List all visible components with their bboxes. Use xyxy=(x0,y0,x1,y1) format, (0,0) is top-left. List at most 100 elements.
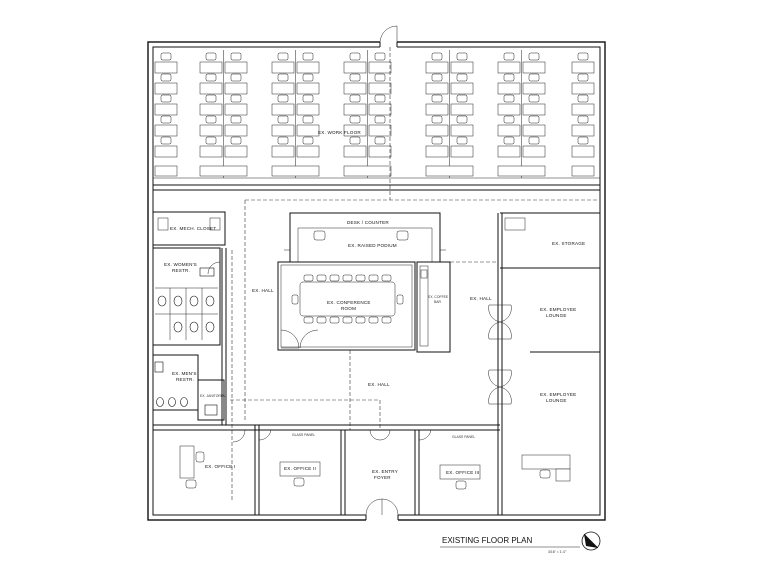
room-label-office-3: EX. OFFICE III xyxy=(446,470,479,475)
chair xyxy=(277,136,289,145)
employee-lounge-upper: EX. EMPLOYEE LOUNGE xyxy=(488,304,576,340)
desk xyxy=(343,103,367,116)
womens-restroom: EX. WOMEN'S RESTR. xyxy=(152,247,221,346)
room-label-hall-left: EX. HALL xyxy=(252,288,274,293)
desk xyxy=(279,461,321,477)
desk xyxy=(497,103,521,116)
chair xyxy=(577,94,589,103)
desk xyxy=(571,124,595,137)
toilet-fixture xyxy=(205,321,215,333)
desk xyxy=(522,124,546,137)
chair xyxy=(205,115,217,124)
desk xyxy=(199,61,223,74)
chair xyxy=(349,73,361,82)
work-floor-area: EX. WORK FLOOR xyxy=(153,50,600,191)
office-1: EX. OFFICE I xyxy=(179,429,246,489)
entry-door-swing-right xyxy=(381,498,399,516)
desk xyxy=(571,82,595,95)
chair xyxy=(277,73,289,82)
desk xyxy=(368,124,392,137)
chair xyxy=(277,94,289,103)
chair xyxy=(368,274,379,282)
chair xyxy=(396,230,409,241)
room-label-lounge-lower-1: EX. EMPLOYEE xyxy=(540,392,576,397)
desk xyxy=(522,103,546,116)
chair xyxy=(528,73,540,82)
toilet-fixture xyxy=(189,295,199,307)
chair xyxy=(316,274,327,282)
room-label-womens-1: EX. WOMEN'S xyxy=(164,262,197,267)
room-label-office-1: EX. OFFICE I xyxy=(205,464,235,469)
chair xyxy=(302,52,314,61)
desk xyxy=(450,82,474,95)
room-label-coffee-1: EX. COFFEE xyxy=(428,295,449,299)
file-cabinet-row xyxy=(154,165,178,177)
chair xyxy=(230,73,242,82)
chair xyxy=(349,94,361,103)
room-label-entry-1: EX. ENTRY xyxy=(372,469,398,474)
desk xyxy=(450,145,474,158)
chair xyxy=(456,73,468,82)
sink-fixture xyxy=(154,361,164,373)
desk xyxy=(224,145,248,158)
desk xyxy=(343,124,367,137)
employee-lounge-lower: EX. EMPLOYEE LOUNGE xyxy=(488,369,576,482)
conference-chairs xyxy=(291,274,404,324)
door-swing xyxy=(280,329,300,349)
door-swing xyxy=(258,429,272,441)
sink-fixture xyxy=(420,269,428,279)
desk xyxy=(425,103,449,116)
door-swing xyxy=(418,429,432,441)
chair xyxy=(313,230,326,241)
desk xyxy=(497,124,521,137)
room-label-conference-2: ROOM xyxy=(341,306,356,311)
chair xyxy=(160,52,172,61)
room-label-conference-1: EX. CONFERENCE xyxy=(327,300,371,305)
room-label-hall-bottom: EX. HALL xyxy=(368,382,390,387)
desk xyxy=(571,145,595,158)
desk xyxy=(425,145,449,158)
desk xyxy=(154,82,178,95)
toilet-fixture xyxy=(168,397,176,407)
chair xyxy=(303,274,314,282)
desk xyxy=(497,61,521,74)
chair xyxy=(381,316,392,324)
door-swing xyxy=(232,429,246,443)
desk xyxy=(522,82,546,95)
chair xyxy=(160,94,172,103)
chair xyxy=(329,274,340,282)
chair xyxy=(528,136,540,145)
conference-table xyxy=(299,281,396,317)
chair xyxy=(431,94,443,103)
sink-fixture xyxy=(199,267,215,277)
office-3: GLASS PANEL EX. OFFICE III xyxy=(418,429,481,490)
workstations xyxy=(154,50,595,178)
drawing-scale: 3/16" = 1'-0" xyxy=(548,550,567,554)
exterior-walls xyxy=(147,25,606,522)
toilet-fixture xyxy=(173,321,183,333)
desk xyxy=(497,145,521,158)
desk xyxy=(296,82,320,95)
room-label-lounge-upper-1: EX. EMPLOYEE xyxy=(540,307,576,312)
chair xyxy=(349,52,361,61)
desk xyxy=(368,103,392,116)
chair xyxy=(539,469,551,479)
chair xyxy=(577,73,589,82)
janitorial: EX. JANITORIAL xyxy=(197,379,226,421)
chair xyxy=(503,136,515,145)
room-label-mens-1: EX. MEN'S xyxy=(172,371,197,376)
chair xyxy=(456,94,468,103)
chair xyxy=(185,479,197,489)
desk-return xyxy=(555,468,571,482)
file-cabinet-row xyxy=(343,165,392,177)
chair xyxy=(431,136,443,145)
double-door-swing xyxy=(488,304,512,340)
file-cabinet-row xyxy=(271,165,320,177)
chair xyxy=(374,52,386,61)
toilet-fixture xyxy=(205,295,215,307)
desk xyxy=(154,145,178,158)
desk xyxy=(343,145,367,158)
chair xyxy=(577,115,589,124)
desk xyxy=(224,124,248,137)
